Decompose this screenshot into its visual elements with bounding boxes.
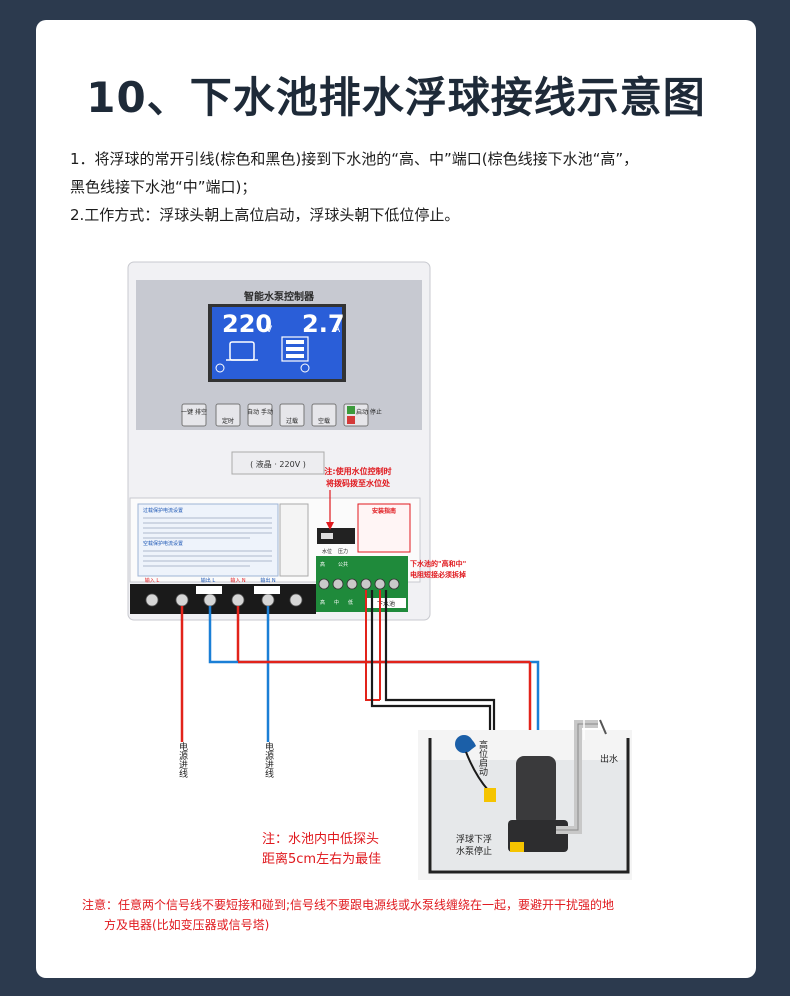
float-weight	[484, 788, 496, 802]
button-row: 一键 排空 定时 自动 手动 过载 空载 启动 停止	[181, 403, 382, 427]
bottom-note-line-1: 注意：任意两个信号线不要短接和碰到;信号线不要跟电源线或水泵线缠绕在一起，要避开…	[82, 897, 614, 912]
power-terminal-strip	[130, 584, 316, 614]
dip-note-line-2: 将拨码拨至水位处	[326, 478, 391, 488]
terminal-label-high-upper: 高	[320, 561, 325, 568]
terminal-label-mid: 中	[334, 599, 339, 606]
signal-terminal-screws	[318, 578, 400, 590]
drain-button[interactable]	[181, 403, 207, 427]
terminal-label-high: 高	[320, 599, 325, 606]
lcd-current: 2.7	[302, 310, 345, 338]
dip-label-pressure: 压力	[338, 548, 348, 555]
no-load-button-label: 空载	[318, 417, 330, 425]
power-label-out-l: 输出 L	[201, 577, 216, 584]
overload-setting-title: 过载保护电流设置	[143, 507, 183, 514]
outlet-spray	[599, 719, 607, 735]
dip-switch[interactable]	[317, 528, 355, 544]
controller-name: 智能水泵控制器	[244, 290, 315, 303]
stop-indicator	[347, 416, 355, 424]
sticker-text-lines	[143, 517, 272, 567]
water-out-label: 出水	[600, 753, 618, 765]
terminal-label-common: 公共	[338, 561, 348, 568]
lcd-voltage-unit: V	[266, 325, 273, 335]
auto-manual-button-label: 自动 手动	[247, 408, 273, 416]
submersible-pump	[516, 756, 556, 826]
lcd-tank-icon	[226, 341, 258, 361]
dip-table	[279, 503, 309, 577]
instruction-line-3: 2.工作方式：浮球头朝上高位启动，浮球头朝下低位停止。	[70, 206, 460, 224]
dip-note-arrowhead	[326, 522, 334, 530]
start-stop-button-label: 启动 停止	[356, 408, 382, 416]
page-title: 10、下水池排水浮球接线示意图	[86, 73, 706, 122]
red-short-wire-a	[365, 590, 380, 701]
instruction-line-2: 黑色线接下水池“中”端口)；	[70, 178, 257, 196]
lcd-screen	[212, 307, 342, 379]
lcd-current-unit: A	[334, 325, 341, 335]
power-inlet-label-right: 电源进线	[263, 741, 274, 778]
low-float-weight	[510, 842, 524, 852]
dip-switch-knob[interactable]	[321, 533, 333, 539]
install-guide-title: 安装指南	[372, 507, 396, 515]
power-terminal-screws	[145, 593, 303, 607]
overload-button-label: 过载	[286, 417, 298, 425]
power-label-out-n: 输出 N	[260, 577, 276, 584]
lcd-pump-icon	[281, 336, 309, 362]
water-tank	[428, 738, 630, 874]
power-label-in-n: 输入 N	[230, 577, 246, 584]
float-cable	[465, 751, 489, 791]
bottom-note-line-2: 方及电器(比如变压器或信号塔)	[104, 917, 269, 932]
timer-button[interactable]	[215, 403, 241, 427]
blue-pump-wire	[208, 606, 540, 740]
low-stop-label: 浮球下浮水泵停止	[456, 833, 492, 857]
outlet-pipe-edge	[556, 723, 598, 831]
lcd-status-icon	[215, 363, 225, 373]
lcd-voltage: 220	[222, 310, 272, 338]
lcd-fan-icon	[300, 363, 310, 373]
dip-note-line-1: 注:使用水位控制时	[324, 466, 391, 476]
model-label: ( 液晶 · 220V )	[250, 459, 306, 469]
probe-note-line-2: 距离5cm左右为最佳	[262, 851, 381, 867]
auto-manual-button[interactable]	[247, 403, 273, 427]
float-ball	[455, 735, 473, 753]
start-indicator	[347, 406, 355, 414]
pump-out-tag-n	[254, 586, 280, 594]
settings-sticker	[137, 503, 279, 577]
short-note-line-2: 电阻短接必须拆掉	[410, 570, 466, 579]
short-note-line-1: 下水池的"高和中"	[410, 559, 466, 568]
power-label-in-l: 输入 L	[145, 577, 160, 584]
overload-button[interactable]	[279, 403, 305, 427]
pump-out-tag-l	[196, 586, 222, 594]
model-plate	[231, 451, 325, 475]
high-start-label: 高位启动	[477, 739, 488, 777]
no-load-button[interactable]	[311, 403, 337, 427]
timer-button-label: 定时	[222, 417, 234, 425]
no-load-setting-title: 空载保护电流设置	[143, 540, 183, 547]
install-guide-sticker	[357, 503, 411, 553]
terminal-label-low: 低	[348, 599, 353, 606]
probe-note-line-1: 注：水池内中低探头	[262, 831, 379, 847]
power-inlet-label-left: 电源进线	[177, 741, 188, 778]
instruction-line-1: 1．将浮球的常开引线(棕色和黑色)接到下水池的“高、中”端口(棕色线接下水池“高…	[70, 150, 639, 168]
dip-label-water-level: 水位	[322, 548, 332, 555]
drain-button-label: 一键 排空	[181, 408, 207, 416]
